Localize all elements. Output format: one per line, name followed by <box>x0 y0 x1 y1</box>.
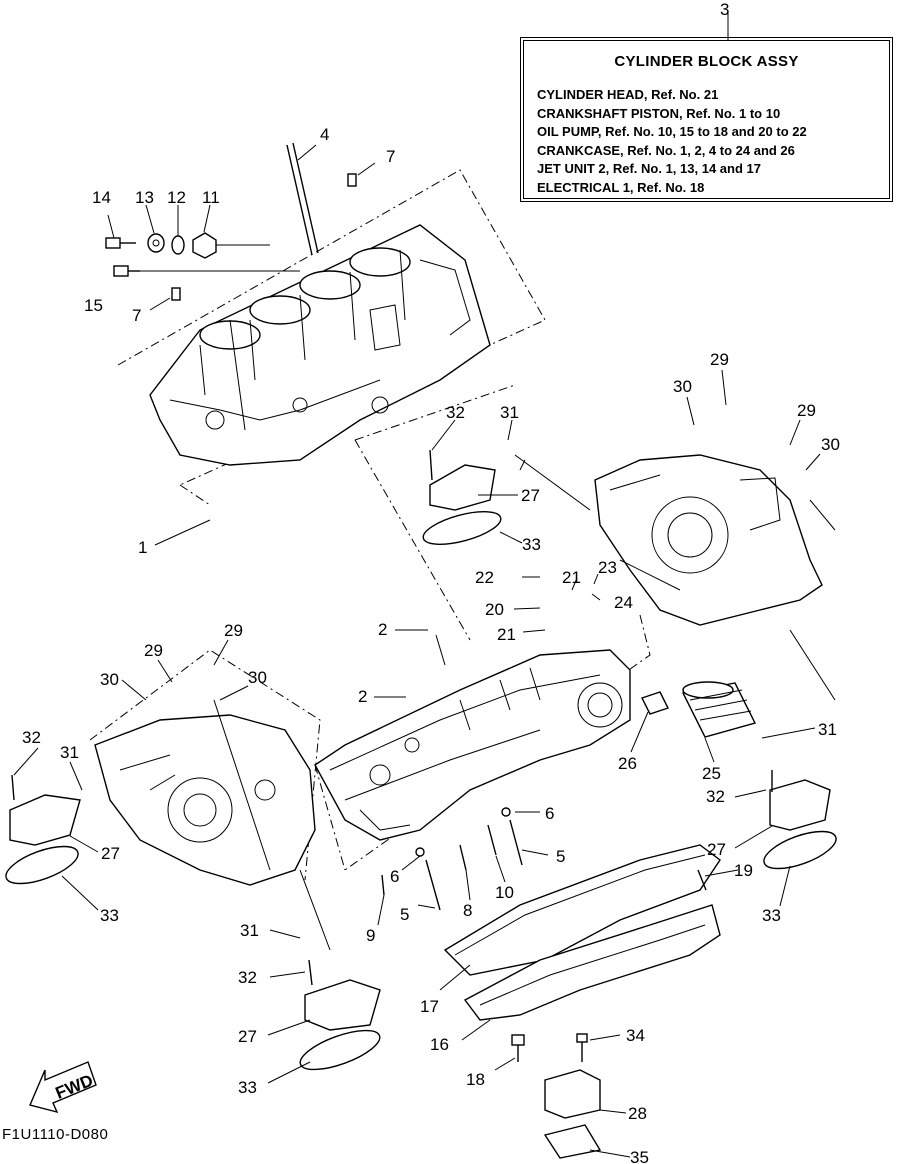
dowel-pin-7a <box>347 173 357 187</box>
callout-27: 27 <box>521 486 540 505</box>
callout-21: 21 <box>562 568 581 587</box>
callout-16: 16 <box>430 1035 449 1054</box>
bolt-18 <box>511 1034 525 1062</box>
engine-mount-left <box>5 774 81 885</box>
callout-15: 15 <box>84 296 103 315</box>
callout-26: 26 <box>618 754 637 773</box>
info-box-line: ELECTRICAL 1, Ref. No. 18 <box>537 179 705 195</box>
crankcase-cover-right <box>594 454 823 626</box>
callout-18: 18 <box>466 1070 485 1089</box>
callout-27: 27 <box>101 844 120 863</box>
bracket-28 <box>544 1069 601 1119</box>
bolt-19 <box>697 869 707 891</box>
callout-2: 2 <box>378 620 387 639</box>
callout-22: 22 <box>475 568 494 587</box>
callout-8: 8 <box>463 901 472 920</box>
plug-11 <box>192 232 217 259</box>
callout-32: 32 <box>22 728 41 747</box>
callout-33: 33 <box>100 906 119 925</box>
callout-29: 29 <box>710 350 729 369</box>
info-box-title: CYLINDER BLOCK ASSY <box>614 53 799 70</box>
bolt-34 <box>576 1033 588 1062</box>
callout-23: 23 <box>598 558 617 577</box>
callout-5: 5 <box>556 847 565 866</box>
plate-35 <box>543 1124 602 1159</box>
callout-14: 14 <box>92 188 111 207</box>
callout-17: 17 <box>420 997 439 1016</box>
callout-33: 33 <box>762 906 781 925</box>
callout-19: 19 <box>734 861 753 880</box>
cylinder-block-assy-info-box: CYLINDER BLOCK ASSY CYLINDER HEAD, Ref. … <box>520 37 893 202</box>
bolts-crankcase <box>381 807 523 911</box>
callout-2: 2 <box>358 687 367 706</box>
info-box-ref-number: 3 <box>720 0 730 19</box>
callout-1: 1 <box>138 538 147 557</box>
callout-24: 24 <box>614 593 633 612</box>
callout-33: 33 <box>238 1078 257 1097</box>
crankcase-upper <box>314 649 631 841</box>
oil-pan-16 <box>463 904 721 1021</box>
callout-9: 9 <box>366 926 375 945</box>
engine-mount-upper-right <box>422 449 502 545</box>
info-box-line: CYLINDER HEAD, Ref. No. 21 <box>537 87 719 102</box>
callout-30: 30 <box>100 670 119 689</box>
bolt-14 <box>105 237 136 249</box>
leader-lines <box>13 12 836 1158</box>
union-bolt-26 <box>641 691 669 715</box>
engine-mount-right <box>763 770 837 870</box>
callout-labels: 1 2 2 4 5 5 6 6 7 7 8 9 10 11 12 13 14 1… <box>22 125 840 1164</box>
callout-5: 5 <box>400 905 409 924</box>
callout-25: 25 <box>702 764 721 783</box>
engine-mount-bottom <box>299 959 381 1071</box>
info-box-line: CRANKCASE, Ref. No. 1, 2, 4 to 24 and 26 <box>537 142 795 158</box>
callout-27: 27 <box>707 840 726 859</box>
callout-7: 7 <box>132 306 141 325</box>
callout-32: 32 <box>446 403 465 422</box>
callout-32: 32 <box>706 787 725 806</box>
info-box-line: JET UNIT 2, Ref. No. 1, 13, 14 and 17 <box>537 161 761 177</box>
callout-10: 10 <box>495 883 514 902</box>
callout-34: 34 <box>626 1026 645 1045</box>
callout-29: 29 <box>797 401 816 420</box>
callout-29: 29 <box>144 641 163 660</box>
callout-7: 7 <box>386 147 395 166</box>
callout-31: 31 <box>818 720 837 739</box>
callout-28: 28 <box>628 1104 647 1123</box>
stud-bolt-4 <box>286 142 319 256</box>
assembly-outline-left-cover <box>89 649 321 881</box>
dowel-pin-7b <box>171 287 181 301</box>
callout-6: 6 <box>390 867 399 886</box>
info-box-line: CRANKSHAFT PISTON, Ref. No. 1 to 10 <box>537 105 781 121</box>
callout-13: 13 <box>135 188 154 207</box>
oil-filter-25 <box>681 681 757 738</box>
cylinder-block <box>149 224 491 466</box>
crankcase-cover-left <box>94 714 316 886</box>
callout-31: 31 <box>60 743 79 762</box>
callout-29: 29 <box>224 621 243 640</box>
info-box-line: OIL PUMP, Ref. No. 10, 15 to 18 and 20 t… <box>537 124 807 140</box>
info-box-lines: CYLINDER HEAD, Ref. No. 21 CRANKSHAFT PI… <box>537 86 807 198</box>
drawing-code: F1U1110-D080 <box>2 1126 109 1143</box>
callout-33: 33 <box>522 535 541 554</box>
callout-4: 4 <box>320 125 329 144</box>
callout-21: 21 <box>497 625 516 644</box>
bolt-15 <box>113 265 140 277</box>
callout-6: 6 <box>545 804 554 823</box>
callout-31: 31 <box>240 921 259 940</box>
callout-27: 27 <box>238 1027 257 1046</box>
callout-11: 11 <box>202 188 220 207</box>
callout-30: 30 <box>821 435 840 454</box>
callout-30: 30 <box>248 668 267 687</box>
washer-13 <box>147 233 165 253</box>
callout-32: 32 <box>238 968 257 987</box>
o-ring-12 <box>171 235 185 255</box>
callout-20: 20 <box>485 600 504 619</box>
callout-30: 30 <box>673 377 692 396</box>
fwd-arrow-icon: FWD <box>29 1061 97 1114</box>
callout-12: 12 <box>167 188 186 207</box>
callout-31: 31 <box>500 403 519 422</box>
callout-35: 35 <box>630 1148 649 1164</box>
